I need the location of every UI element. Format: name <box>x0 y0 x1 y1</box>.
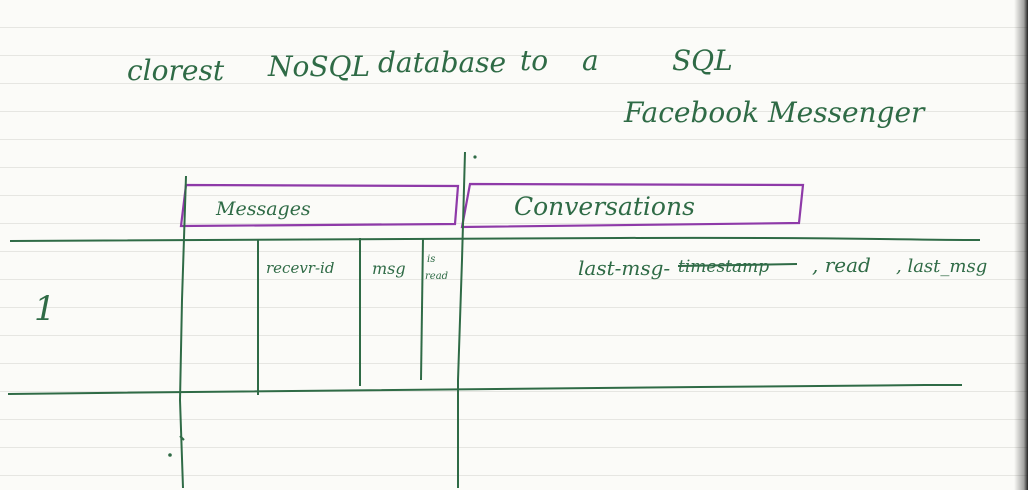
table-header-line <box>9 236 981 242</box>
table-left-border <box>178 175 187 489</box>
column-msg: msg <box>372 259 406 278</box>
field-last-msg: last-msg- <box>578 256 670 280</box>
heading-word-closest: clorest <box>127 54 225 87</box>
column-divider-3 <box>420 237 424 381</box>
timestamp-strike <box>677 263 798 267</box>
page-edge-shadow <box>1014 0 1028 490</box>
messages-table-label: Messages <box>215 198 311 220</box>
conversations-table-label: Conversations <box>514 192 695 221</box>
heading-word-database: database <box>378 46 506 79</box>
pen-dot <box>168 453 172 457</box>
heading-line-2: Facebook Messenger <box>623 96 926 129</box>
messages-table-box <box>179 183 460 228</box>
heading-word-to: to <box>520 44 548 77</box>
heading-word-a: a <box>582 44 599 77</box>
table-divider <box>457 151 466 488</box>
column-receiver-id: recevr-id <box>266 259 334 277</box>
conversations-table-box <box>460 182 805 229</box>
heading-line-1: clorest NoSQL database to a SQL <box>127 44 733 87</box>
field-timestamp: timestamp <box>678 257 769 277</box>
column-is-read-line2: read <box>425 271 448 282</box>
row-label: 1 <box>34 289 56 329</box>
field-last-msg-short: , last_msg <box>896 256 987 277</box>
pen-dot <box>473 155 477 159</box>
pen-tick <box>179 435 185 441</box>
heading-word-sql: SQL <box>672 44 733 77</box>
field-read: , read <box>812 253 871 277</box>
table-row-bottom-line <box>7 384 963 395</box>
heading-word-nosql: NoSQL <box>267 50 370 83</box>
column-is-read-line1: is <box>427 254 435 265</box>
